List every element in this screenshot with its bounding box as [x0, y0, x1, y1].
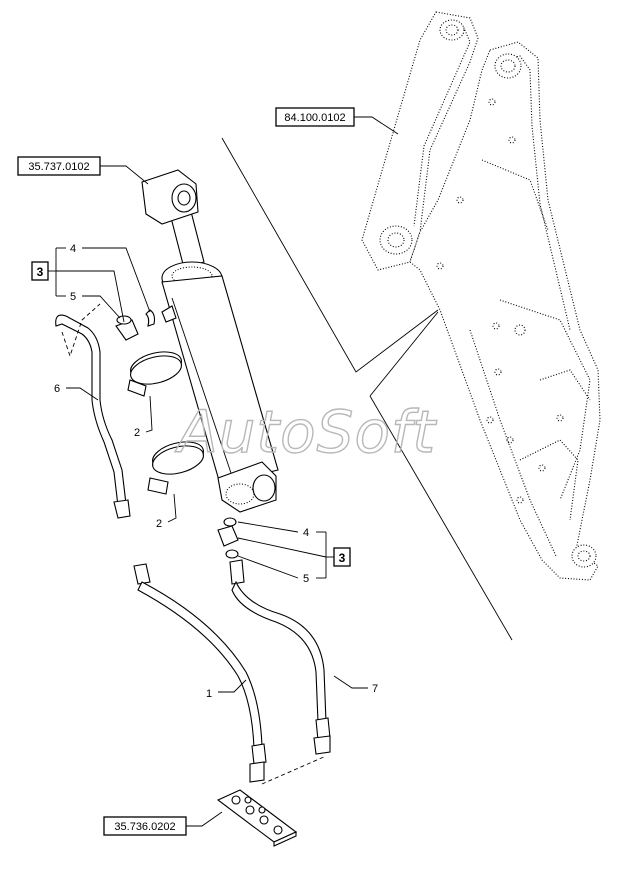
- callout-1: 1: [206, 679, 247, 700]
- hydraulic-cylinder: [141, 169, 279, 513]
- hydraulic-hose-1: [133, 563, 267, 783]
- hose-to-plate-line: [261, 755, 327, 785]
- callout-5-upper: 5: [70, 291, 76, 303]
- hose-clamp-lower: [147, 441, 204, 495]
- loader-arm: [361, 11, 601, 581]
- svg-text:2: 2: [156, 518, 162, 530]
- section-line-upper: [221, 137, 439, 373]
- ref-cylinder-label: 35.737.0102: [28, 161, 89, 173]
- ref-arm-label: 84.100.0102: [284, 112, 345, 124]
- elbow-fitting-upper: [115, 305, 177, 341]
- ref-cylinder-group: 35.737.0102: [17, 156, 149, 185]
- kit-callout-lower: 3 4 5: [237, 521, 351, 585]
- kit-label-upper: 3: [37, 265, 44, 279]
- callout-4-upper: 4: [70, 243, 76, 255]
- kit-callout-upper: 3 4 5: [31, 243, 151, 323]
- ref-plate-group: 35.736.0202: [103, 811, 223, 836]
- kit-label-lower: 3: [339, 551, 346, 565]
- hose-clamp-upper: [127, 351, 182, 397]
- svg-text:6: 6: [54, 383, 60, 395]
- bulkhead-plate: [216, 789, 298, 847]
- callout-2-upper: 2: [134, 395, 153, 439]
- hydraulic-hose-7: [229, 559, 331, 755]
- section-line-diagonal: [369, 395, 513, 641]
- callout-6: 6: [54, 383, 99, 401]
- svg-text:7: 7: [372, 683, 378, 695]
- steel-tube: [55, 303, 131, 519]
- ref-arm-group: 84.100.0102: [275, 107, 399, 135]
- svg-text:2: 2: [134, 427, 140, 439]
- callout-2-lower: 2: [156, 493, 177, 530]
- svg-text:1: 1: [206, 688, 212, 700]
- callout-4-lower: 4: [303, 527, 309, 539]
- callout-5-lower: 5: [303, 573, 309, 585]
- watermark: AutoSoft: [174, 398, 437, 466]
- callout-7: 7: [333, 675, 378, 695]
- section-line-lower: [369, 311, 439, 397]
- union-fitting-lower: [217, 517, 239, 559]
- ref-plate-label: 35.736.0202: [114, 821, 175, 833]
